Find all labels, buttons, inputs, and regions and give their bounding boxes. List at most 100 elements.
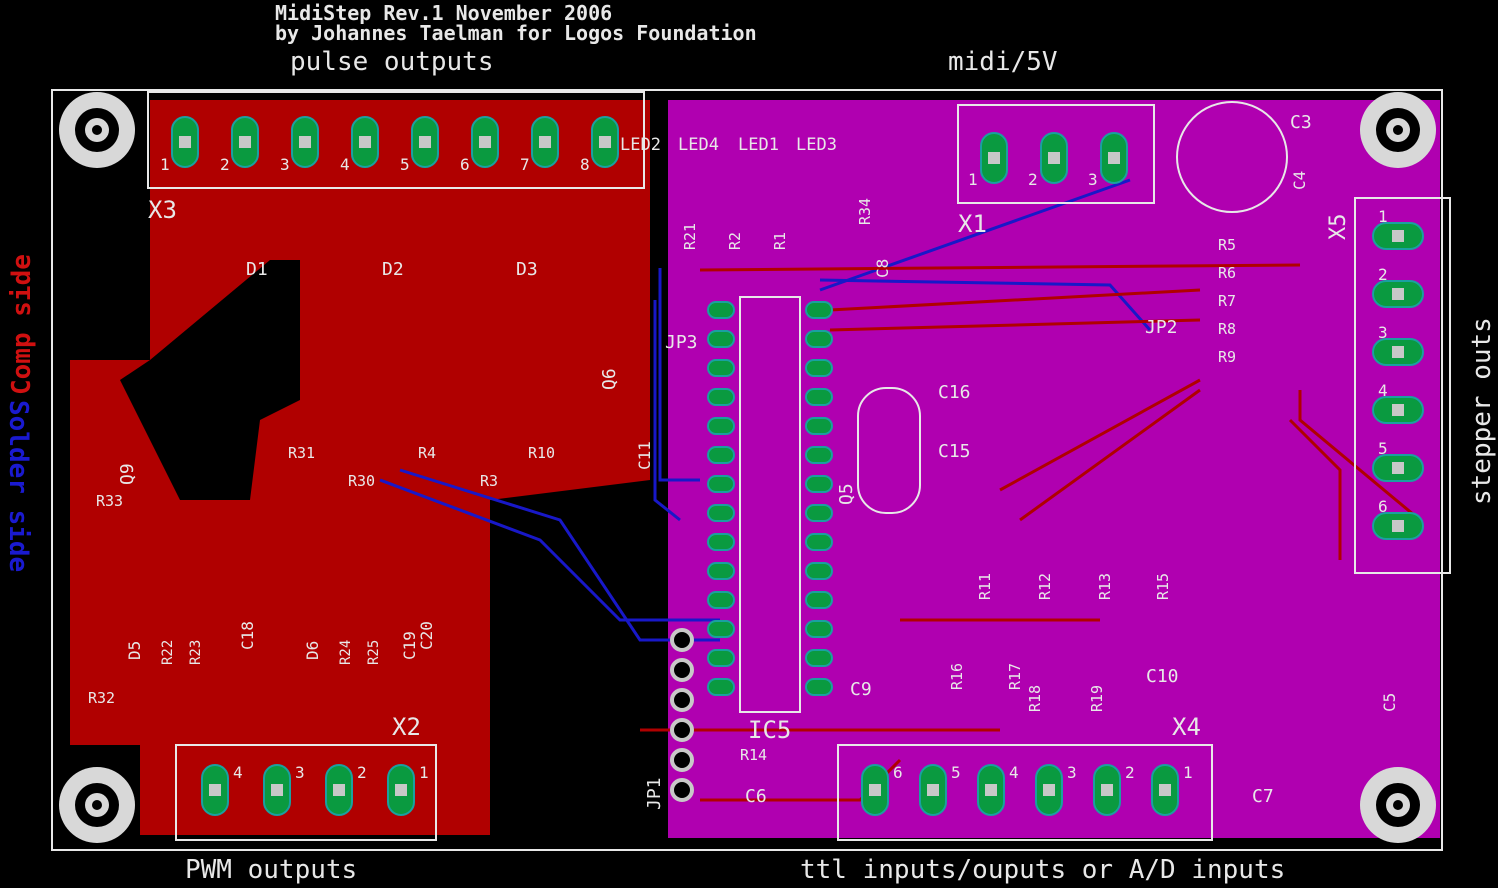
ref-c20: C20 [417, 621, 436, 650]
ref-jp3: JP3 [665, 332, 698, 353]
pin-number: 3 [1378, 323, 1388, 342]
copper-pour-right [668, 100, 1440, 838]
mounting-holes [59, 92, 1436, 843]
ref-c15: C15 [938, 441, 971, 462]
ic-pin [707, 301, 735, 319]
label-ttl-inputs: ttl inputs/ouputs or A/D inputs [800, 855, 1285, 885]
mounting-hole [1360, 767, 1436, 843]
jumper-pin [670, 748, 694, 772]
ic-pin [805, 475, 833, 493]
ref-r21: R21 [681, 223, 699, 250]
ref-r24: R24 [338, 640, 354, 665]
ic-pin [707, 359, 735, 377]
ref-c19: C19 [400, 631, 419, 660]
ref-d3: D3 [516, 259, 538, 280]
ref-r5: R5 [1218, 236, 1236, 254]
ref-c18: C18 [238, 621, 257, 650]
jumper-pin [670, 718, 694, 742]
pin-number: 2 [1125, 763, 1135, 782]
pads-x3 [171, 116, 619, 168]
title-line-2: by Johannes Taelman for Logos Foundation [275, 21, 757, 45]
label-comp-side: Comp side [7, 254, 37, 395]
traces [379, 178, 1421, 802]
ref-q9: Q9 [117, 463, 138, 485]
ic-pin [707, 591, 735, 609]
pin-number: 6 [893, 763, 903, 782]
ref-x2: X2 [392, 713, 421, 741]
label-midi-5v: midi/5V [948, 47, 1058, 77]
pad [411, 116, 439, 168]
pad [1372, 454, 1424, 482]
pin-number: 3 [1088, 170, 1098, 189]
ref-r16: R16 [948, 663, 966, 690]
pad [591, 116, 619, 168]
ref-r13: R13 [1096, 573, 1114, 600]
ic-pin [805, 446, 833, 464]
jumper-pin [670, 658, 694, 682]
ic-pin [805, 678, 833, 696]
pads-x2 [201, 764, 415, 816]
ref-r25: R25 [366, 640, 382, 665]
ref-r12: R12 [1036, 573, 1054, 600]
pin-number: 5 [400, 155, 410, 174]
pin-number: 3 [1067, 763, 1077, 782]
pads-x5 [1372, 222, 1424, 540]
ref-r1: R1 [771, 232, 789, 250]
copper-pour-left [70, 100, 650, 835]
pin-number: 4 [233, 763, 243, 782]
pad [351, 116, 379, 168]
pad [291, 116, 319, 168]
ref-r6: R6 [1218, 264, 1236, 282]
ref-x3: X3 [148, 196, 177, 224]
label-pwm-outputs: PWM outputs [185, 855, 357, 885]
ref-c11: C11 [635, 441, 654, 470]
pin-number: 4 [340, 155, 350, 174]
pad [201, 764, 229, 816]
pad [1372, 338, 1424, 366]
ref-r23: R23 [188, 640, 204, 665]
pad [1372, 280, 1424, 308]
pad [1372, 396, 1424, 424]
label-pulse-outputs: pulse outputs [290, 47, 494, 77]
ref-jp1: JP1 [644, 777, 665, 810]
ic-pin [805, 301, 833, 319]
ref-r33: R33 [96, 492, 123, 510]
ref-r18: R18 [1026, 685, 1044, 712]
ic-pin [805, 591, 833, 609]
pads-x4 [861, 764, 1179, 816]
pin-number: 2 [220, 155, 230, 174]
ic-pin [707, 446, 735, 464]
pad [231, 116, 259, 168]
ref-led2: LED2 [620, 135, 661, 155]
ref-r14: R14 [740, 746, 767, 764]
ref-r10: R10 [528, 444, 555, 462]
label-solder-side: Solder side [3, 400, 33, 572]
ref-r22: R22 [160, 640, 176, 665]
pads-jp1 [670, 628, 694, 802]
ref-q5: Q5 [836, 483, 857, 505]
ref-c16: C16 [938, 382, 971, 403]
ref-r11: R11 [976, 573, 994, 600]
pad [171, 116, 199, 168]
jumper-pin [670, 628, 694, 652]
pin-number: 4 [1009, 763, 1019, 782]
ic-pin [805, 330, 833, 348]
ref-x1: X1 [958, 210, 987, 238]
jumper-pin [670, 778, 694, 802]
pin-number: 3 [295, 763, 305, 782]
pad [1035, 764, 1063, 816]
ic-pin [707, 620, 735, 638]
ref-c5: C5 [1380, 693, 1399, 712]
ic-pin [805, 417, 833, 435]
ic-pin [707, 475, 735, 493]
title-line-1: MidiStep Rev.1 November 2006 [275, 1, 612, 25]
ic-pin [805, 533, 833, 551]
pour-cutout [120, 260, 300, 500]
ref-led3: LED3 [796, 135, 837, 155]
pad [919, 764, 947, 816]
ref-c6: C6 [745, 786, 767, 807]
ic-pin [805, 504, 833, 522]
ref-r4: R4 [418, 444, 436, 462]
